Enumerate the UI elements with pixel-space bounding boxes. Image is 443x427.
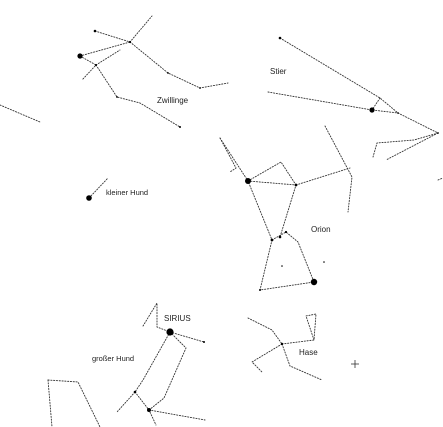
star xyxy=(281,265,283,267)
star xyxy=(437,132,439,134)
label-kleiner-hund: kleiner Hund xyxy=(106,188,148,197)
star xyxy=(280,342,284,346)
star xyxy=(86,195,92,201)
star xyxy=(294,183,298,187)
star xyxy=(95,64,97,66)
star xyxy=(397,112,399,114)
label-hase: Hase xyxy=(299,348,318,357)
star xyxy=(133,390,137,394)
star xyxy=(284,230,288,234)
star xyxy=(128,40,132,44)
star xyxy=(323,261,325,263)
stier-lines xyxy=(267,37,443,213)
star xyxy=(310,278,318,286)
star xyxy=(245,178,251,184)
star xyxy=(369,107,375,113)
orion-lines xyxy=(219,137,351,291)
stars xyxy=(77,29,439,412)
label-zwillinge: Zwillinge xyxy=(157,96,189,105)
grosser-hund-lines xyxy=(47,301,206,427)
star xyxy=(116,96,118,98)
plus-marker-icon xyxy=(351,360,359,368)
label-grosser-hund: großer Hund xyxy=(92,354,134,363)
star xyxy=(203,341,205,343)
star xyxy=(278,36,282,40)
star xyxy=(147,408,151,412)
star xyxy=(278,235,282,239)
star xyxy=(77,53,83,59)
left-edge-line xyxy=(0,104,41,123)
constellation-lines xyxy=(0,15,443,427)
star xyxy=(259,289,261,291)
label-orion: Orion xyxy=(311,225,331,234)
star xyxy=(93,29,97,33)
constellation-labels: Zwillinge Stier kleiner Hund Orion SIRIU… xyxy=(92,67,331,363)
star xyxy=(199,87,201,89)
star xyxy=(167,72,169,74)
star xyxy=(166,328,174,336)
star xyxy=(270,238,274,242)
hase-lines xyxy=(247,313,323,381)
label-sirius: SIRIUS xyxy=(164,314,191,323)
label-stier: Stier xyxy=(270,67,287,76)
kleiner-hund-line xyxy=(88,177,109,199)
star xyxy=(179,126,181,128)
